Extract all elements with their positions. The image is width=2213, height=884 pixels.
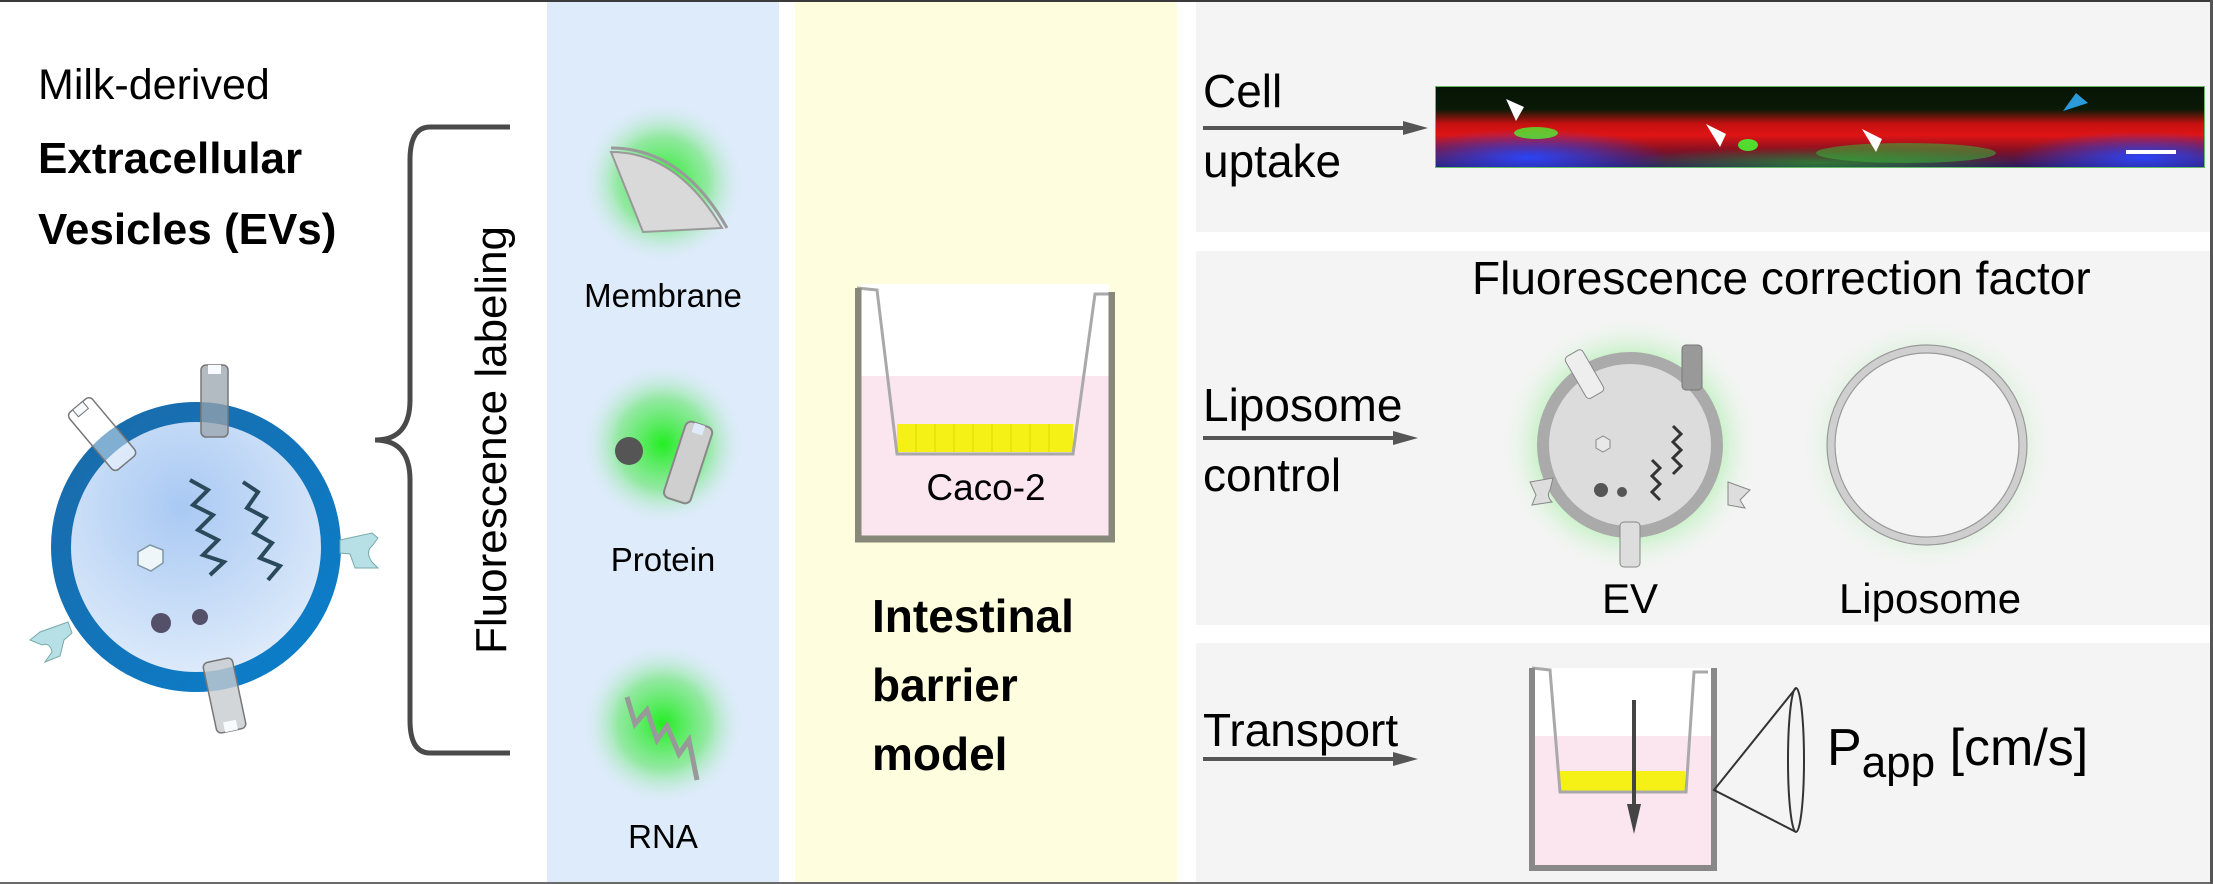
transmembrane-protein-icon bbox=[1619, 521, 1641, 568]
ev-vs-liposome-illustration bbox=[1500, 315, 2057, 575]
ev-membrane bbox=[51, 402, 341, 692]
caco2-monolayer bbox=[897, 424, 1073, 452]
ev-label: EV bbox=[1601, 575, 1659, 622]
arrow-right-icon bbox=[1203, 431, 1418, 445]
liposome-control-label-line1: Liposome bbox=[1203, 379, 1403, 431]
frame-right-border bbox=[2210, 0, 2213, 884]
rna-icon bbox=[624, 696, 700, 781]
transport-arrow-head bbox=[1627, 804, 1641, 834]
cell-uptake-label-line2: uptake bbox=[1203, 135, 1342, 187]
correction-factor-heading: Fluorescence correction factor bbox=[1472, 252, 2091, 304]
receptor-icon bbox=[29, 621, 73, 664]
rna-icon bbox=[1649, 458, 1663, 502]
liposome-icon bbox=[1827, 345, 2027, 545]
confocal-microscopy-image bbox=[1435, 86, 2205, 168]
title-extracellular: Extracellular bbox=[38, 134, 303, 183]
model-title-barrier: barrier bbox=[872, 659, 1018, 711]
metabolite-icon bbox=[1595, 435, 1611, 453]
sampling-cone-icon bbox=[1712, 687, 1805, 833]
particle-icon bbox=[1594, 483, 1608, 497]
caco2-monolayer bbox=[1559, 771, 1685, 791]
caco2-label: Caco-2 bbox=[926, 467, 1046, 508]
ev-signal bbox=[1514, 127, 1558, 139]
transmembrane-protein-icon bbox=[200, 364, 229, 438]
papp-unit: [cm/s] bbox=[1949, 719, 2089, 777]
ev-signal bbox=[1738, 139, 1758, 151]
arrowhead-marker-icon bbox=[1862, 129, 1882, 152]
arrow-right-icon bbox=[1203, 121, 1428, 135]
title-vesicles: Vesicles (EVs) bbox=[38, 205, 337, 254]
rna-label: RNA bbox=[628, 818, 698, 855]
liposome-control-label-line2: control bbox=[1203, 449, 1342, 501]
transwell-insert bbox=[855, 284, 1115, 543]
transport-label: Transport bbox=[1203, 704, 1399, 756]
frame-bottom-border bbox=[0, 882, 2213, 884]
receptor-icon bbox=[339, 532, 380, 569]
protein-icon bbox=[662, 420, 714, 505]
fluorescence-labeling-label: Fluorescence labeling bbox=[467, 225, 516, 655]
curly-bracket bbox=[374, 124, 510, 756]
frame-top-border bbox=[0, 0, 2213, 2]
papp-symbol: P bbox=[1827, 719, 1862, 777]
well-wall bbox=[855, 288, 1115, 543]
rna-icon bbox=[241, 480, 284, 582]
insert-membrane bbox=[1531, 666, 1708, 794]
rna-icon bbox=[1670, 424, 1684, 476]
culture-medium bbox=[1534, 736, 1714, 868]
particle-icon bbox=[1617, 487, 1627, 497]
receptor-icon bbox=[1529, 477, 1554, 506]
membrane-label: Membrane bbox=[584, 277, 742, 314]
protein-label: Protein bbox=[610, 541, 716, 578]
model-title-intestinal: Intestinal bbox=[872, 590, 1074, 642]
rna-icon bbox=[189, 478, 228, 577]
papp-subscript: app bbox=[1861, 738, 1936, 787]
labeling-icons bbox=[581, 100, 745, 806]
insert-membrane bbox=[856, 286, 1113, 456]
transport-transwell bbox=[1529, 666, 1805, 871]
receptor-icon bbox=[1727, 481, 1751, 509]
papp-label: Papp [cm/s] bbox=[1827, 722, 2088, 785]
protein-particle-icon bbox=[615, 437, 643, 465]
ev-illustration bbox=[29, 364, 380, 734]
transmembrane-protein-icon bbox=[67, 397, 137, 472]
transmembrane-protein-icon bbox=[1681, 344, 1703, 391]
arrowhead-marker-icon bbox=[1506, 99, 1524, 121]
culture-medium bbox=[861, 376, 1109, 538]
well-wall bbox=[1529, 668, 1717, 871]
liposome-label: Liposome bbox=[1838, 575, 2022, 622]
particle-icon bbox=[151, 613, 171, 633]
model-title-model: model bbox=[872, 728, 1008, 780]
membrane-fragment-icon bbox=[609, 146, 729, 234]
transmembrane-protein-icon bbox=[1564, 349, 1605, 399]
ev-signal bbox=[1816, 143, 1996, 163]
transmembrane-protein-icon bbox=[202, 657, 247, 734]
arrowhead-marker-icon bbox=[1706, 124, 1726, 147]
cell-uptake-label-line1: Cell bbox=[1203, 65, 1283, 117]
metabolite-icon bbox=[137, 544, 164, 572]
title-milk-derived: Milk-derived bbox=[38, 61, 270, 109]
arrowhead-marker-icon bbox=[2063, 93, 2088, 111]
protein-glow bbox=[581, 362, 745, 526]
arrow-right-icon bbox=[1203, 752, 1418, 766]
rna-glow bbox=[581, 642, 745, 806]
particle-icon bbox=[192, 609, 208, 625]
